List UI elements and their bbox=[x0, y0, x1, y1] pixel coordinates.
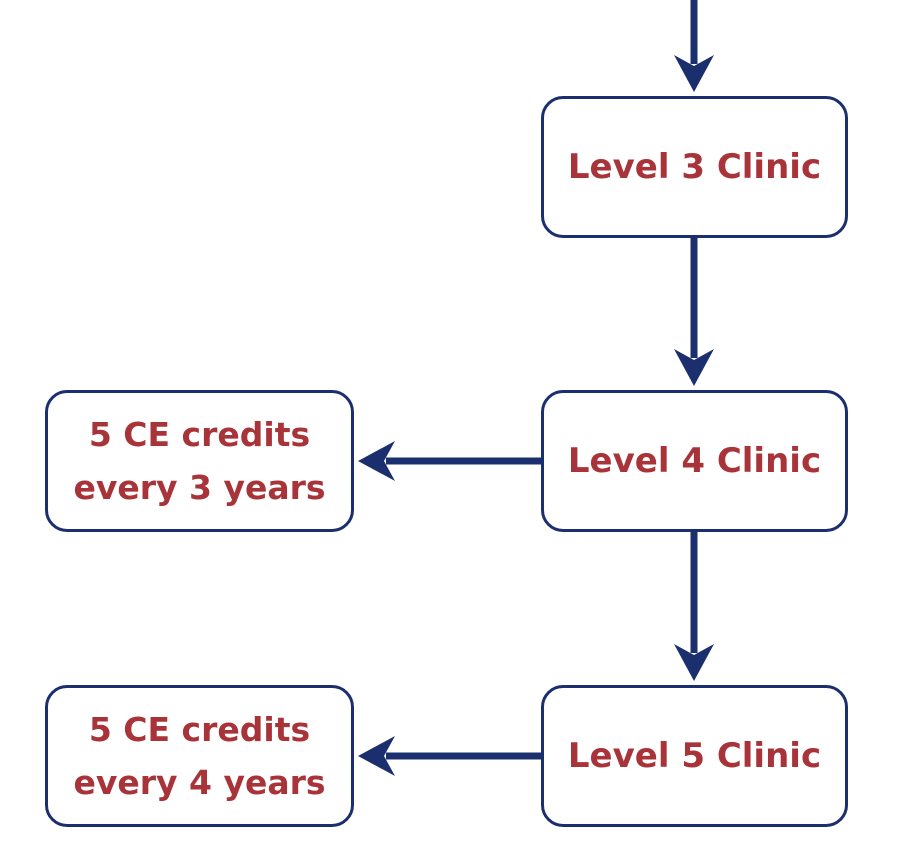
credit-level5-line2: every 4 years bbox=[73, 763, 326, 802]
node-level4-label: Level 4 Clinic bbox=[567, 441, 822, 481]
node-level3-clinic: Level 3 Clinic bbox=[541, 96, 848, 238]
credit-level4-line2: every 3 years bbox=[73, 468, 326, 507]
arrowhead-left-credit-level4 bbox=[358, 441, 395, 481]
credit-level5-line1: 5 CE credits bbox=[88, 710, 311, 749]
node-level5-clinic: Level 5 Clinic bbox=[541, 685, 848, 827]
node-credit-level4: 5 CE credits every 3 years bbox=[45, 390, 354, 532]
arrowhead-down-level3 bbox=[674, 55, 714, 92]
arrowhead-down-level5 bbox=[674, 644, 714, 681]
node-credit-level5: 5 CE credits every 4 years bbox=[45, 685, 354, 827]
arrowhead-left-credit-level5 bbox=[358, 736, 395, 776]
credit-level4-line1: 5 CE credits bbox=[88, 415, 311, 454]
node-level3-label: Level 3 Clinic bbox=[567, 147, 822, 187]
node-level4-clinic: Level 4 Clinic bbox=[541, 390, 848, 532]
node-level5-label: Level 5 Clinic bbox=[567, 736, 822, 776]
arrowhead-down-level4 bbox=[674, 349, 714, 386]
